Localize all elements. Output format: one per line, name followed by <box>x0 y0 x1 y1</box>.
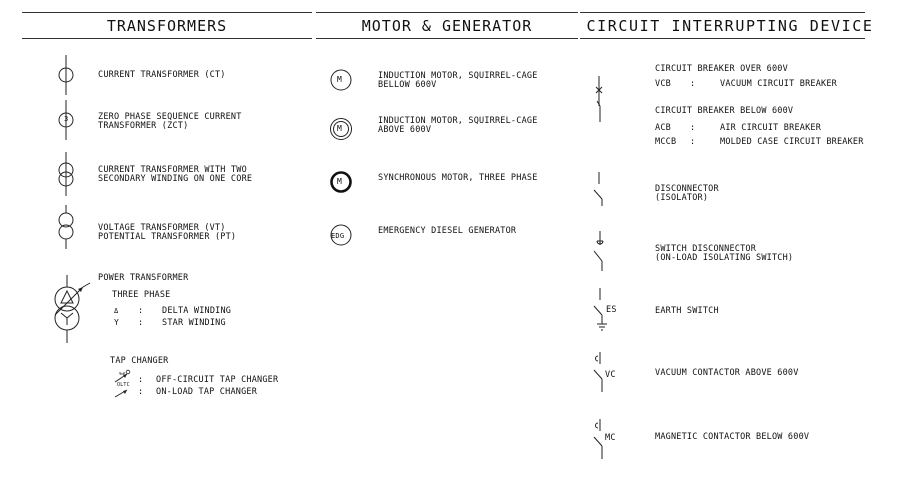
mccb-label: MOLDED CASE CIRCUIT BREAKER <box>720 137 864 147</box>
zct-label-line1: ZERO PHASE SEQUENCE CURRENT <box>98 112 242 122</box>
es-symbol-label: ES <box>606 305 617 315</box>
circuit-breaker-below-600v-symbol <box>596 100 601 122</box>
three-phase-label: THREE PHASE <box>112 290 171 300</box>
magnetic-contactor-symbol <box>593 419 603 459</box>
earth-switch-symbol <box>593 288 607 331</box>
zero-phase-ct-symbol <box>58 100 74 140</box>
star-symbol: Y <box>114 318 120 327</box>
switch-disconnector-label-line2: (ON-LOAD ISOLATING SWITCH) <box>655 253 794 263</box>
star-winding-label: STAR WINDING <box>162 318 226 328</box>
acb-colon: : <box>690 123 696 133</box>
disconnector-symbol <box>593 172 603 206</box>
induction-motor-above-600v-symbol <box>330 118 352 140</box>
m-symbol-3: M <box>337 177 343 186</box>
delta-colon: : <box>138 306 144 316</box>
circuit-breaker-over-600v-symbol <box>595 76 603 106</box>
ct-label: CURRENT TRANSFORMER (CT) <box>98 70 226 80</box>
edg-label: EMERGENCY DIESEL GENERATOR <box>378 226 517 236</box>
vcb-label: VACUUM CIRCUIT BREAKER <box>720 79 837 89</box>
off-circuit-tap-changer-symbol <box>114 369 131 383</box>
power-transformer-label: POWER TRANSFORMER <box>98 273 189 283</box>
zct-symbol-number: 3 <box>64 115 69 123</box>
synchronous-motor-label: SYNCHRONOUS MOTOR, THREE PHASE <box>378 173 538 183</box>
offc-colon: : <box>138 375 144 385</box>
off-circuit-tap-changer-label: OFF-CIRCUIT TAP CHANGER <box>156 375 279 385</box>
vc-symbol-label: VC <box>605 370 616 380</box>
current-transformer-symbol <box>58 55 74 95</box>
acb-abbr: ACB <box>655 123 671 133</box>
vcb-abbr: VCB <box>655 79 671 89</box>
on-load-tap-changer-symbol <box>114 389 128 398</box>
header-top-rule-motor <box>316 12 578 13</box>
induction-motor-bellow-600v-symbol <box>330 69 352 91</box>
vcb-colon: : <box>690 79 696 89</box>
header-motor-generator: MOTOR & GENERATOR <box>361 17 533 35</box>
magnetic-contactor-label: MAGNETIC CONTACTOR BELOW 600V <box>655 432 810 442</box>
mc-symbol-label: MC <box>605 433 616 443</box>
mccb-abbr: MCCB <box>655 137 677 147</box>
earth-switch-label: EARTH SWITCH <box>655 306 719 316</box>
edg-symbol: EDG <box>331 232 345 240</box>
header-top-rule-transformers <box>22 12 312 13</box>
ct2-label-line2: SECONDARY WINDING ON ONE CORE <box>98 174 253 184</box>
vacuum-contactor-symbol <box>593 352 603 392</box>
synchronous-motor-symbol <box>330 171 352 193</box>
vt-label-line2: POTENTIAL TRANSFORMER (PT) <box>98 232 237 242</box>
acb-label: AIR CIRCUIT BREAKER <box>720 123 822 133</box>
vt-label-line1: VOLTAGE TRANSFORMER (VT) <box>98 223 226 233</box>
delta-symbol: Δ <box>114 307 119 315</box>
disconnector-label-line2: (ISOLATOR) <box>655 193 709 203</box>
oltc-colon: : <box>138 387 144 397</box>
header-bottom-rule-circuit <box>580 38 865 39</box>
header-bottom-rule-motor <box>316 38 578 39</box>
power-transformer-symbol <box>54 275 91 343</box>
vacuum-contactor-label: VACUUM CONTACTOR ABOVE 600V <box>655 368 799 378</box>
header-transformers: TRANSFORMERS <box>106 17 228 35</box>
switch-disconnector-symbol <box>593 231 604 271</box>
zct-label-line2: TRANSFORMER (ZCT) <box>98 121 189 131</box>
on-load-tap-changer-label: ON-LOAD TAP CHANGER <box>156 387 258 397</box>
delta-winding-label: DELTA WINDING <box>162 306 232 316</box>
induction-motor-1-line2: BELLOW 600V <box>378 80 437 90</box>
tap-changer-label: TAP CHANGER <box>110 356 169 366</box>
oltc-symbol-label: OLTC <box>117 382 130 388</box>
ct-two-secondary-symbol <box>58 152 74 196</box>
voltage-transformer-symbol <box>58 205 74 249</box>
header-bottom-rule-transformers <box>22 38 312 39</box>
cb-over-600v-label: CIRCUIT BREAKER OVER 600V <box>655 64 788 74</box>
disconnector-label-line1: DISCONNECTOR <box>655 184 719 194</box>
ct2-label-line1: CURRENT TRANSFORMER WITH TWO <box>98 165 247 175</box>
induction-motor-2-line1: INDUCTION MOTOR, SQUIRREL-CAGE <box>378 116 538 126</box>
emergency-diesel-generator-symbol <box>330 224 352 246</box>
header-top-rule-circuit <box>580 12 865 13</box>
header-circuit-interrupting-device: CIRCUIT INTERRUPTING DEVICE <box>586 17 874 35</box>
cb-below-600v-label: CIRCUIT BREAKER BELOW 600V <box>655 106 794 116</box>
induction-motor-2-line2: ABOVE 600V <box>378 125 432 135</box>
mccb-colon: : <box>690 137 696 147</box>
induction-motor-1-line1: INDUCTION MOTOR, SQUIRREL-CAGE <box>378 71 538 81</box>
m-symbol-1: M <box>337 75 343 84</box>
star-colon: : <box>138 318 144 328</box>
switch-disconnector-label-line1: SWITCH DISCONNECTOR <box>655 244 757 254</box>
m-symbol-2: M <box>337 124 343 133</box>
